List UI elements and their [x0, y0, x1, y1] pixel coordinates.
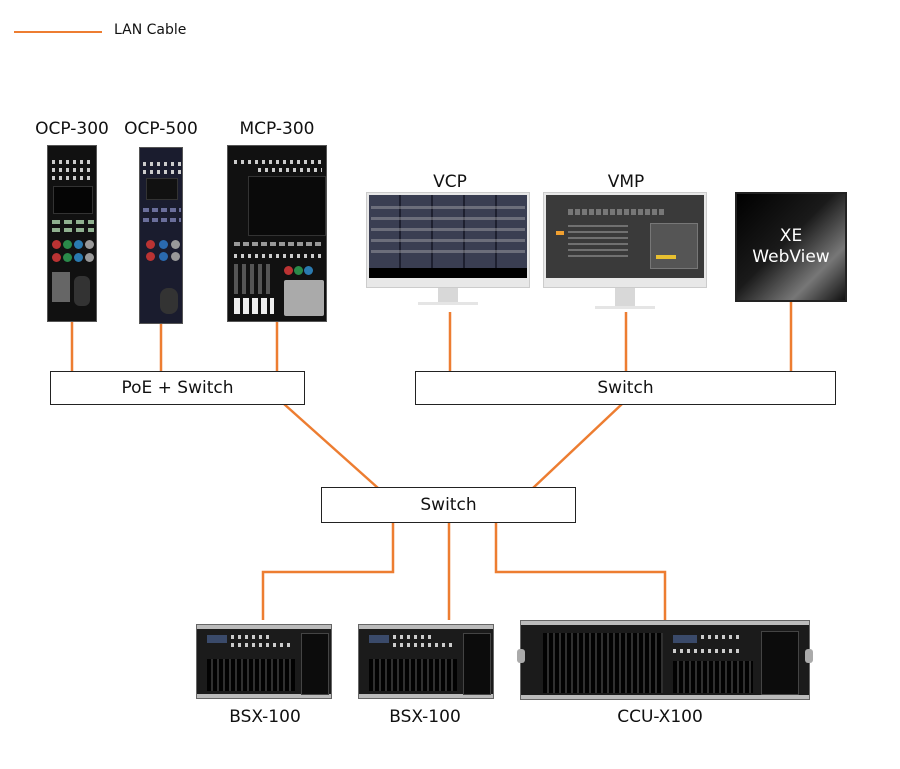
bsx100-b-device — [358, 624, 494, 699]
right-switch-label: Switch — [597, 378, 654, 398]
ocp500-label: OCP-500 — [124, 119, 198, 139]
ocp300-device — [47, 145, 97, 322]
xe-webview-line2: WebView — [752, 247, 830, 267]
ocp500-device — [139, 147, 183, 324]
vcp-label: VCP — [433, 172, 467, 192]
ocp300-label: OCP-300 — [35, 119, 109, 139]
poe-switch-label: PoE + Switch — [121, 378, 234, 398]
core-switch-label: Switch — [420, 495, 477, 515]
bsx100-a-label: BSX-100 — [229, 707, 301, 727]
wire-core-bsx100-a — [261, 522, 395, 620]
wire-poe-core — [283, 403, 379, 489]
mcp300-device — [227, 145, 327, 322]
ccu-x100-device — [517, 620, 813, 700]
legend-lan-cable-label: LAN Cable — [114, 22, 187, 38]
wire-switch-core — [532, 403, 623, 489]
poe-switch-box: PoE + Switch — [50, 371, 305, 405]
wire-core-ccu — [494, 522, 667, 620]
ccu-x100-label: CCU-X100 — [617, 707, 703, 727]
xe-webview-box: XE WebView — [735, 192, 847, 302]
mcp300-label: MCP-300 — [239, 119, 315, 139]
core-switch-box: Switch — [321, 487, 576, 523]
bsx100-b-label: BSX-100 — [389, 707, 461, 727]
vmp-label: VMP — [607, 172, 645, 192]
right-switch-box: Switch — [415, 371, 836, 405]
legend-lan-cable-swatch — [14, 31, 102, 33]
xe-webview-line1: XE — [779, 225, 803, 246]
bsx100-a-device — [196, 624, 332, 699]
